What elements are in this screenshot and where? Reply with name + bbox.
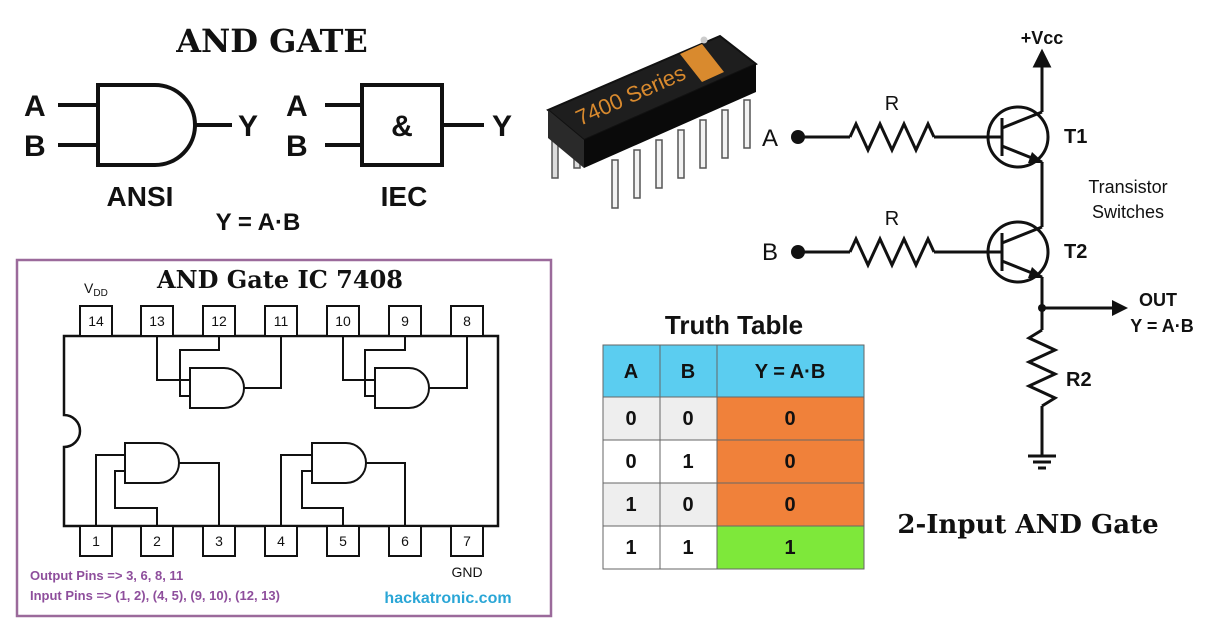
input-pins-note: Input Pins => (1, 2), (4, 5), (9, 10), (… xyxy=(30,588,280,603)
ic-internal-wiring xyxy=(95,336,468,526)
iec-input-b: B xyxy=(286,130,308,163)
boolean-equation: Y = A·B xyxy=(216,209,301,236)
pin-3-label: 3 xyxy=(215,533,223,549)
input-b-terminal xyxy=(791,245,805,259)
vdd-label: VDD xyxy=(84,280,108,299)
circuit-caption: 2-Input AND Gate xyxy=(897,510,1158,540)
pin-7-label: 7 xyxy=(463,533,471,549)
tt-cell: 0 xyxy=(784,494,795,516)
ic-title: AND Gate IC 7408 xyxy=(156,265,403,294)
tt-cell: 1 xyxy=(784,537,795,559)
output-pins-note: Output Pins => 3, 6, 8, 11 xyxy=(30,568,183,583)
iec-input-a: A xyxy=(286,90,308,123)
circuit-input-b: B xyxy=(762,239,778,266)
transistor-switch-line2: Switches xyxy=(1092,202,1164,222)
pin-1-label: 1 xyxy=(92,533,100,549)
pin-2-label: 2 xyxy=(153,533,161,549)
out-label: OUT xyxy=(1139,290,1177,310)
load-resistor-label: R2 xyxy=(1066,369,1092,391)
vcc-label: +Vcc xyxy=(1021,28,1064,48)
pin-11-label: 11 xyxy=(274,313,289,329)
ansi-output-y: Y xyxy=(238,110,258,143)
tt-cell: 0 xyxy=(682,408,693,430)
t1-label: T1 xyxy=(1064,126,1087,148)
tt-cell: 0 xyxy=(682,494,693,516)
resistor-r2-label: R xyxy=(885,208,899,230)
tt-header-a: A xyxy=(624,361,638,383)
ansi-and-symbol xyxy=(58,83,232,167)
truth-table xyxy=(602,344,865,570)
ansi-input-a: A xyxy=(24,90,46,123)
input-a-terminal xyxy=(791,130,805,144)
ic-bottom-pins xyxy=(79,525,484,557)
ansi-label: ANSI xyxy=(107,181,174,212)
pin-9-label: 9 xyxy=(401,313,409,329)
tt-cell: 0 xyxy=(625,408,636,430)
iec-label: IEC xyxy=(381,181,428,212)
resistor-r1-label: R xyxy=(885,93,899,115)
tt-cell: 1 xyxy=(625,537,636,559)
iec-output-y: Y xyxy=(492,110,512,143)
out-equation: Y = A·B xyxy=(1130,316,1194,336)
t2-label: T2 xyxy=(1064,241,1087,263)
iec-ampersand: & xyxy=(391,110,413,143)
pin-14-label: 14 xyxy=(88,313,104,329)
pin-5-label: 5 xyxy=(339,533,347,549)
truth-table-title: Truth Table xyxy=(665,310,803,340)
transistor-switch-line1: Transistor xyxy=(1088,177,1167,197)
tt-cell: 1 xyxy=(682,537,693,559)
circuit-input-a: A xyxy=(762,125,778,152)
ansi-input-b: B xyxy=(24,130,46,163)
iec-and-symbol xyxy=(325,83,484,167)
pin-12-label: 12 xyxy=(211,313,227,329)
tt-cell: 1 xyxy=(682,451,693,473)
gnd-label: GND xyxy=(451,564,482,580)
tt-cell: 1 xyxy=(625,494,636,516)
pin-6-label: 6 xyxy=(401,533,409,549)
tt-header-y: Y = A·B xyxy=(755,361,826,383)
pin-13-label: 13 xyxy=(149,313,165,329)
chip-illustration: 7400 Series xyxy=(546,34,758,209)
tt-cell: 0 xyxy=(784,408,795,430)
pin-8-label: 8 xyxy=(463,313,471,329)
pin-10-label: 10 xyxy=(335,313,351,329)
transistor-circuit xyxy=(798,48,1128,470)
tt-header-b: B xyxy=(681,361,695,383)
watermark: hackatronic.com xyxy=(384,590,511,607)
pin-4-label: 4 xyxy=(277,533,285,549)
ic-top-pins xyxy=(79,305,484,337)
main-title: AND GATE xyxy=(175,22,368,60)
tt-cell: 0 xyxy=(784,451,795,473)
output-junction xyxy=(1038,304,1046,312)
tt-cell: 0 xyxy=(625,451,636,473)
